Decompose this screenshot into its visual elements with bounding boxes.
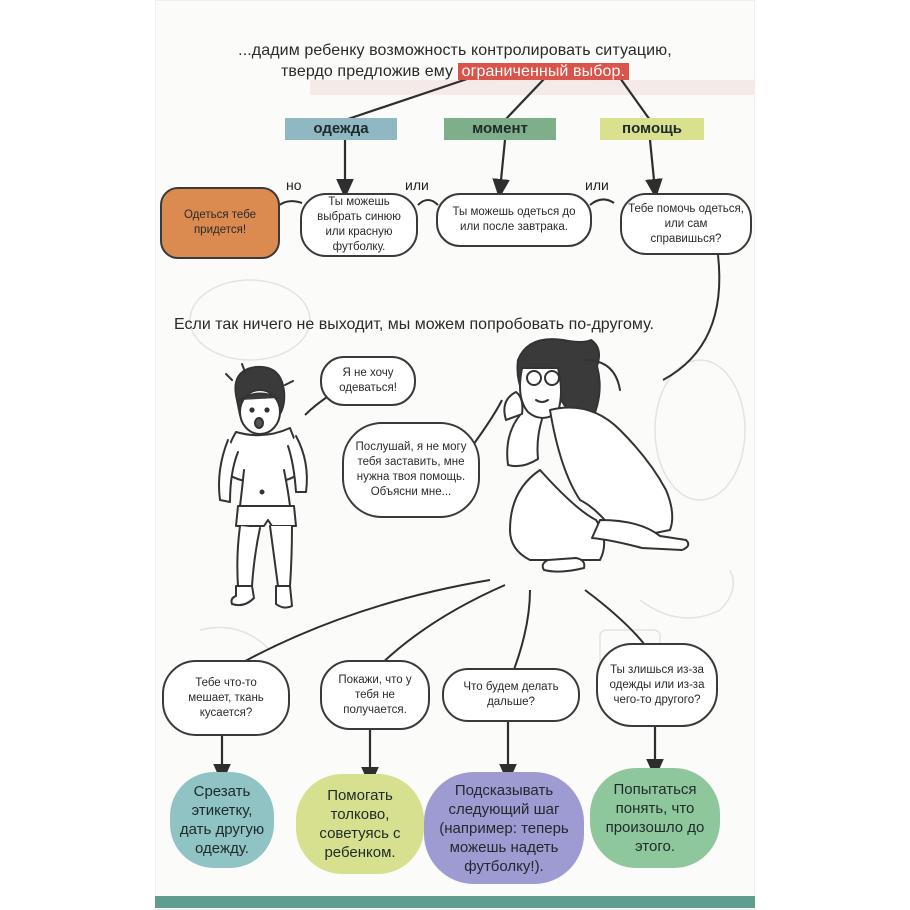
- child-figure: [218, 363, 308, 609]
- limited-choice-highlight: ограниченный выбор.: [457, 63, 630, 80]
- category-connectors: [344, 76, 651, 122]
- help-choice-bubble: Тебе помочь одеться, или сам справишься?: [620, 193, 752, 255]
- category-moment: момент: [444, 118, 556, 140]
- intro-line-1: ...дадим ребенку возможность контролиров…: [238, 42, 672, 59]
- footer-bar: [155, 896, 755, 908]
- result-arrows: [213, 720, 664, 787]
- category-clothes: одежда: [285, 118, 397, 140]
- category-arrows: [336, 139, 663, 199]
- refusal-bubble: Одеться тебе придется!: [160, 187, 280, 259]
- clothes-choice-bubble: Ты можешь выбрать синюю или красную футб…: [300, 193, 418, 257]
- result-cut-label: Срезать этикетку, дать другую одежду.: [170, 772, 274, 868]
- alternative-approach-text: Если так ничего не выходит, мы можем поп…: [174, 316, 654, 333]
- result-suggest-next-step: Подсказывать следующий шаг (например: те…: [424, 772, 584, 884]
- question-bubble-fabric: Тебе что-то мешает, ткань кусается?: [162, 660, 290, 736]
- result-understand: Попытаться понять, что произошло до этог…: [590, 768, 720, 868]
- connector-but: но: [286, 177, 302, 193]
- intro-text: ...дадим ребенку возможность контролиров…: [175, 40, 735, 82]
- child-speech-bubble: Я не хочу одеваться!: [320, 356, 416, 406]
- question-bubble-next: Что будем делать дальше?: [442, 668, 580, 722]
- category-help: помощь: [600, 118, 704, 140]
- intro-line-2-prefix: твердо предложив ему: [280, 63, 458, 80]
- parent-figure: [503, 338, 690, 573]
- connector-or-2: или: [585, 177, 609, 193]
- question-bubble-angry: Ты злишься из-за одежды или из-за чего-т…: [596, 643, 718, 727]
- result-help-smartly: Помогать толково, советуясь с ребенком.: [296, 774, 424, 874]
- question-connectors: [219, 579, 646, 681]
- question-bubble-show: Покажи, что у тебя не получается.: [320, 660, 430, 730]
- faint-background-sketch: [189, 80, 755, 671]
- moment-choice-bubble: Ты можешь одеться до или после завтрака.: [436, 193, 592, 247]
- connector-or-1: или: [405, 177, 429, 193]
- intro-line-2: твердо предложив ему ограниченный выбор.: [175, 61, 735, 82]
- parent-speech-bubble: Послушай, я не могу тебя заставить, мне …: [342, 422, 480, 518]
